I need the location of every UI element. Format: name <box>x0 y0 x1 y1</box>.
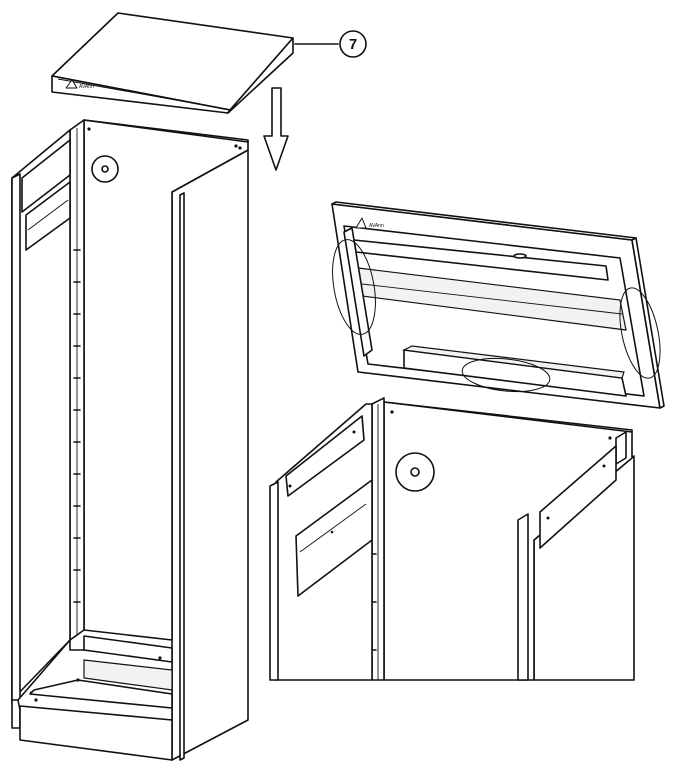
rack-rail-holes <box>73 249 81 603</box>
top-lid-part: AVAnn <box>51 12 294 114</box>
cabinet-frame-left <box>11 119 249 761</box>
svg-text:AVAnn: AVAnn <box>79 84 94 90</box>
detail-highlight <box>619 287 661 379</box>
logo-icon: AVAnn <box>355 217 384 229</box>
svg-text:7: 7 <box>349 36 357 53</box>
down-arrow-icon <box>263 87 289 171</box>
detail-highlight <box>332 239 376 335</box>
cable-entry-icon <box>395 452 435 492</box>
cabinet-top-cutaway <box>269 397 635 681</box>
lid-underside-view: AVAnn <box>331 201 665 409</box>
logo-icon: AVAnn <box>65 79 94 90</box>
cable-entry-icon <box>91 155 119 183</box>
detail-highlight <box>461 357 551 393</box>
svg-text:AVAnn: AVAnn <box>369 223 384 229</box>
part-callout: 7 <box>294 30 367 58</box>
